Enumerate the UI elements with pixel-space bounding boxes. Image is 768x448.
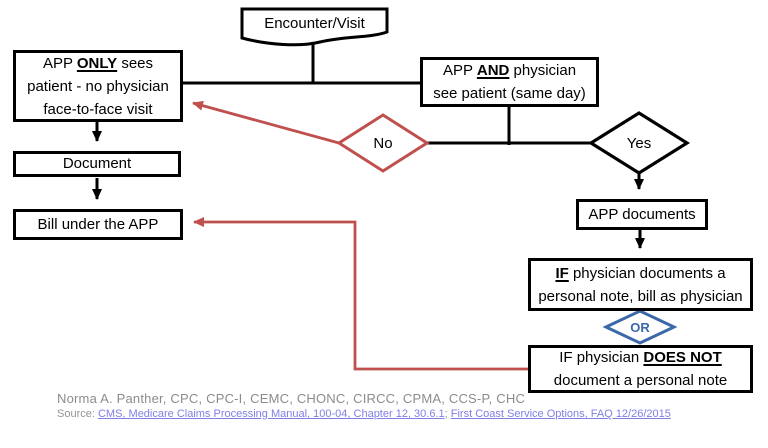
or-diamond-label: OR (630, 319, 650, 335)
node-encounter-visit: Encounter/Visit (242, 8, 387, 38)
first-coast-link[interactable]: First Coast Service Options, FAQ 12/26/2… (450, 408, 671, 420)
node-document: Document (13, 151, 181, 177)
source-label: Source: (57, 408, 98, 420)
if-not-line1: IF physician DOES NOT (559, 349, 722, 366)
encounter-document-shape (240, 7, 389, 47)
node-bill-under-app: Bill under the APP (13, 209, 183, 240)
yes-diamond-shape (587, 111, 691, 175)
node-app-only-sees-patient: APP ONLY sees patient - no physician fac… (13, 50, 183, 122)
app-only-line1: APP ONLY sees (42, 54, 154, 72)
node-if-physician-does-not: IF physician DOES NOT document a persona… (528, 345, 753, 393)
no-diamond-label: No (373, 134, 393, 152)
node-if-physician-documents: IF physician documents a personal note, … (528, 258, 753, 311)
app-only-line2: patient - no physician (27, 77, 169, 95)
no-diamond-shape (336, 113, 430, 173)
bill-under-app-label: Bill under the APP (37, 215, 159, 233)
node-app-and-physician: APP AND physician see patient (same day) (420, 57, 599, 107)
footer-source: Source: CMS, Medicare Claims Processing … (57, 408, 671, 420)
arrow-ifnot-to-bill (193, 217, 528, 371)
cms-manual-link[interactable]: CMS, Medicare Claims Processing Manual, … (97, 408, 445, 420)
app-and-line1: APP AND physician (442, 62, 577, 79)
yes-diamond-label: Yes (626, 134, 652, 152)
if-documents-line1: IF physician documents a (555, 264, 726, 282)
encounter-visit-label: Encounter/Visit (264, 14, 365, 32)
if-documents-line2: personal note, bill as physician (538, 287, 743, 305)
footer-author: Norma A. Panther, CPC, CPC-I, CEMC, CHON… (57, 391, 526, 406)
arrow-no-to-apponly (192, 100, 340, 145)
node-app-documents: APP documents (576, 199, 708, 230)
or-diamond-shape (602, 309, 678, 345)
app-documents-label: APP documents (588, 205, 696, 223)
document-label: Document (62, 155, 132, 172)
if-not-line2: document a personal note (553, 372, 728, 389)
app-and-line2: see patient (same day) (433, 85, 586, 102)
app-only-line3: face-to-face visit (43, 100, 153, 118)
source-separator: ; (444, 408, 451, 420)
